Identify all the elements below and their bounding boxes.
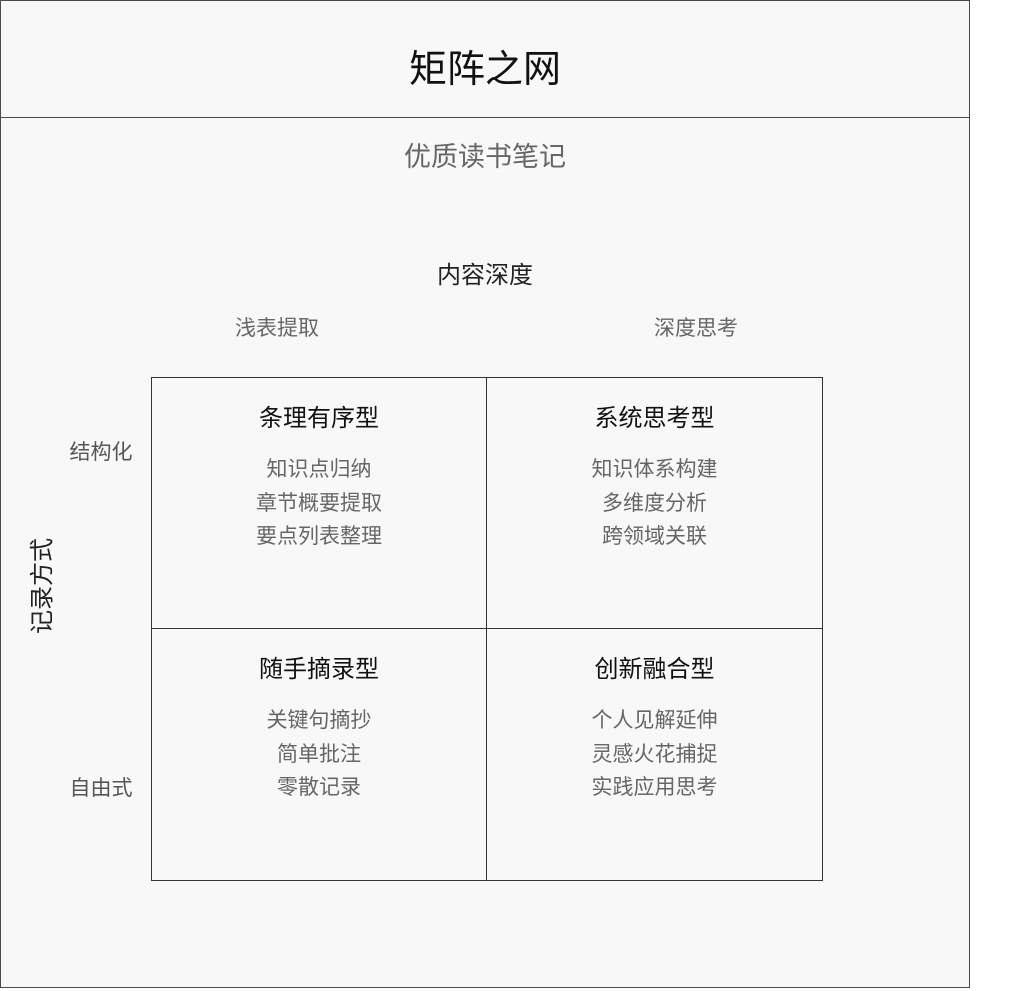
quadrant-title: 条理有序型 xyxy=(259,404,379,432)
quadrant-item-list: 知识点归纳 章节概要提取 要点列表整理 xyxy=(152,453,486,554)
quadrant-item: 关键句摘抄 xyxy=(266,708,372,732)
quadrant-title: 系统思考型 xyxy=(594,404,715,432)
quadrant-item-list: 个人见解延伸 灵感火花捕捉 实践应用思考 xyxy=(487,704,822,805)
quadrant-top-right: 系统思考型 知识体系构建 多维度分析 跨领域关联 xyxy=(487,378,822,629)
quadrant-bottom-left: 随手摘录型 关键句摘抄 简单批注 零散记录 xyxy=(152,629,487,880)
header-bar: 矩阵之网 xyxy=(1,1,969,118)
y-axis-title: 记录方式 xyxy=(28,538,56,634)
diagram-frame: 矩阵之网 优质读书笔记 内容深度 浅表提取 深度思考 记录方式 结构化 自由式 … xyxy=(0,0,970,988)
y-axis-label-bottom: 自由式 xyxy=(69,776,133,800)
subtitle: 优质读书笔记 xyxy=(404,142,566,173)
quadrant-top-left: 条理有序型 知识点归纳 章节概要提取 要点列表整理 xyxy=(152,378,487,629)
quadrant-item: 简单批注 xyxy=(277,741,361,766)
quadrant-item: 知识点归纳 xyxy=(266,457,372,481)
quadrant-item: 章节概要提取 xyxy=(256,490,382,515)
quadrant-item: 要点列表整理 xyxy=(256,524,382,548)
quadrant-item: 灵感火花捕捉 xyxy=(591,741,718,766)
quadrant-item: 实践应用思考 xyxy=(591,775,718,799)
quadrant-title: 随手摘录型 xyxy=(259,655,379,683)
quadrant-item: 零散记录 xyxy=(277,775,361,799)
y-axis-label-top: 结构化 xyxy=(69,440,133,464)
x-axis-label-right: 深度思考 xyxy=(654,316,738,340)
quadrant-matrix: 条理有序型 知识点归纳 章节概要提取 要点列表整理 系统思考型 知识体系构建 多… xyxy=(151,377,823,881)
x-axis-label-left: 浅表提取 xyxy=(235,316,319,340)
main-title: 矩阵之网 xyxy=(408,47,561,91)
quadrant-title: 创新融合型 xyxy=(594,655,715,683)
quadrant-item: 多维度分析 xyxy=(602,490,707,515)
quadrant-item-list: 关键句摘抄 简单批注 零散记录 xyxy=(152,704,486,805)
x-axis-title: 内容深度 xyxy=(437,261,533,289)
quadrant-item: 知识体系构建 xyxy=(591,457,718,481)
quadrant-item-list: 知识体系构建 多维度分析 跨领域关联 xyxy=(487,453,822,554)
quadrant-item: 跨领域关联 xyxy=(602,524,707,548)
quadrant-bottom-right: 创新融合型 个人见解延伸 灵感火花捕捉 实践应用思考 xyxy=(487,629,822,880)
quadrant-item: 个人见解延伸 xyxy=(591,708,718,732)
